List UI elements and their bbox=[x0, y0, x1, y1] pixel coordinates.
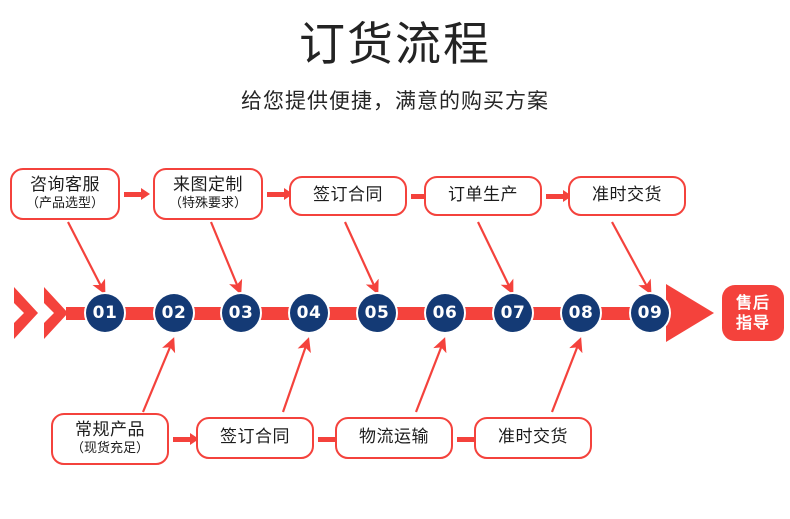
top-step-box-5[interactable]: 准时交货 bbox=[568, 176, 686, 216]
step-circle-06[interactable]: 06 bbox=[426, 294, 464, 332]
arrow-shaft bbox=[546, 193, 563, 199]
step-circle-07[interactable]: 07 bbox=[494, 294, 532, 332]
step-circle-09[interactable]: 09 bbox=[631, 294, 669, 332]
top-step-2-note: （特殊要求） bbox=[168, 196, 247, 212]
top-step-box-2[interactable]: 来图定制 （特殊要求） bbox=[153, 168, 263, 220]
step-circle-06-label: 06 bbox=[432, 303, 458, 323]
bottom-step-box-2[interactable]: 签订合同 bbox=[196, 417, 314, 459]
step-circle-08-label: 08 bbox=[568, 303, 594, 323]
top-connector-arrow-4 bbox=[546, 190, 572, 202]
timeline-arrow-head-icon bbox=[666, 284, 714, 342]
arrow-head-icon bbox=[141, 188, 150, 200]
step-circle-05[interactable]: 05 bbox=[358, 294, 396, 332]
page-subtitle: 给您提供便捷，满意的购买方案 bbox=[241, 88, 549, 113]
step-circle-01[interactable]: 01 bbox=[86, 294, 124, 332]
bottom-connector-arrow-1 bbox=[173, 433, 199, 445]
bottom-step-1-note: （现货充足） bbox=[70, 441, 149, 457]
top-step-4-title: 订单生产 bbox=[448, 185, 518, 206]
arrow-head-icon bbox=[284, 188, 293, 200]
arrow-head-icon bbox=[563, 190, 572, 202]
top-step-box-3[interactable]: 签订合同 bbox=[289, 176, 407, 216]
top-connector-arrow-1 bbox=[124, 188, 150, 200]
chevron-left-inner-icon bbox=[42, 287, 72, 339]
arrow-shaft bbox=[124, 191, 141, 197]
step-circle-02[interactable]: 02 bbox=[155, 294, 193, 332]
bottom-step-3-title: 物流运输 bbox=[359, 427, 429, 448]
bottom-step-box-3[interactable]: 物流运输 bbox=[335, 417, 453, 459]
after-sales-line-2: 指导 bbox=[735, 313, 770, 332]
bottom-step-2-title: 签订合同 bbox=[220, 427, 290, 448]
top-step-1-title: 咨询客服 bbox=[30, 175, 100, 196]
after-sales-badge[interactable]: 售后 指导 bbox=[722, 285, 784, 341]
step-circle-03[interactable]: 03 bbox=[222, 294, 260, 332]
step-circle-07-label: 07 bbox=[500, 303, 526, 323]
process-timeline: 01 02 03 04 05 06 07 08 09 售后 指导 bbox=[0, 275, 790, 353]
after-sales-line-1: 售后 bbox=[735, 293, 770, 312]
arrow-shaft bbox=[411, 193, 428, 199]
bottom-step-4-title: 准时交货 bbox=[498, 427, 568, 448]
step-circle-08[interactable]: 08 bbox=[562, 294, 600, 332]
top-step-5-title: 准时交货 bbox=[592, 185, 662, 206]
arrow-head-icon bbox=[190, 433, 199, 445]
arrow-shaft bbox=[318, 436, 335, 442]
page-title: 订货流程 bbox=[299, 17, 491, 71]
step-circle-05-label: 05 bbox=[364, 303, 390, 323]
bottom-step-1-title: 常规产品 bbox=[75, 420, 145, 441]
step-circle-09-label: 09 bbox=[637, 303, 663, 323]
step-circle-04[interactable]: 04 bbox=[290, 294, 328, 332]
top-step-3-title: 签订合同 bbox=[313, 185, 383, 206]
bottom-step-box-1[interactable]: 常规产品 （现货充足） bbox=[51, 413, 169, 465]
page-header: 订货流程 给您提供便捷，满意的购买方案 bbox=[0, 0, 790, 115]
top-step-box-1[interactable]: 咨询客服 （产品选型） bbox=[10, 168, 120, 220]
step-circle-02-label: 02 bbox=[161, 303, 187, 323]
step-circle-04-label: 04 bbox=[296, 303, 322, 323]
bottom-step-box-4[interactable]: 准时交货 bbox=[474, 417, 592, 459]
step-circle-03-label: 03 bbox=[228, 303, 254, 323]
top-connector-arrow-2 bbox=[267, 188, 293, 200]
top-step-1-note: （产品选型） bbox=[25, 196, 104, 212]
arrow-shaft bbox=[173, 436, 190, 442]
top-step-box-4[interactable]: 订单生产 bbox=[424, 176, 542, 216]
step-circle-01-label: 01 bbox=[92, 303, 118, 323]
arrow-shaft bbox=[267, 191, 284, 197]
arrow-shaft bbox=[457, 436, 474, 442]
chevron-left-outer-icon bbox=[12, 287, 42, 339]
top-step-2-title: 来图定制 bbox=[173, 175, 243, 196]
